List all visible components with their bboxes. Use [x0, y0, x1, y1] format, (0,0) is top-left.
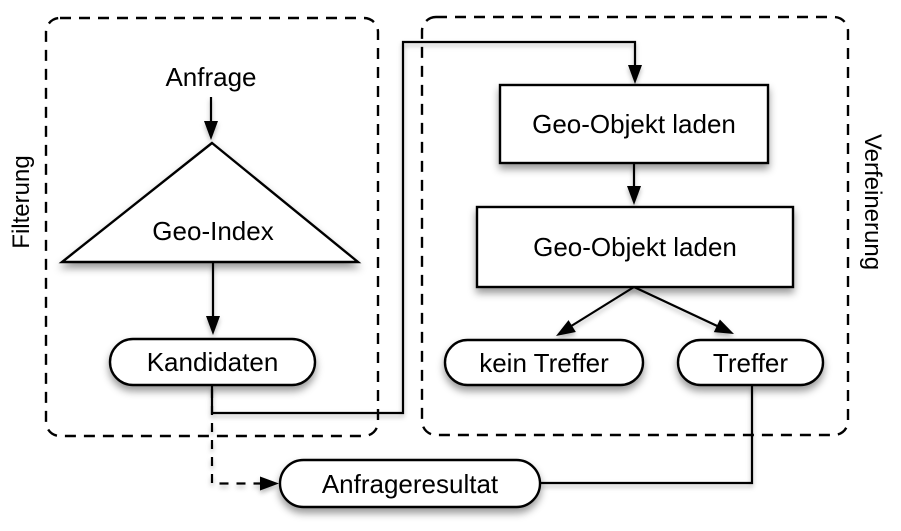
- kandidaten-label: Kandidaten: [147, 347, 279, 377]
- treffer-pill: [676, 338, 825, 387]
- geo-objekt-laden-bottom-box: [475, 205, 795, 289]
- verfeinerung-dashed-frame: [420, 15, 850, 437]
- verfeinerung-section-label: Verfeinerung: [859, 134, 886, 270]
- kandidaten-to-result-dashed-arrow: [210, 389, 279, 491]
- load-to-load-arrow: [627, 163, 641, 205]
- arrowhead-down-icon: [628, 65, 642, 84]
- treffer-to-result-line: [540, 386, 754, 485]
- geoindex-to-kandidaten-arrow: [206, 262, 220, 335]
- kein-treffer-label: kein Treffer: [479, 348, 609, 378]
- load-to-keintreffer-arrow: [556, 286, 635, 336]
- filterung-section-label: Filterung: [8, 155, 35, 248]
- geo-objekt-laden-bottom-label: Geo-Objekt laden: [533, 232, 737, 262]
- arrowhead-diagonal-icon: [713, 319, 734, 334]
- kein-treffer-pill: [443, 338, 645, 387]
- anfrage-label: Anfrage: [165, 62, 256, 92]
- arrowhead-down-icon: [204, 121, 218, 140]
- arrowhead-down-icon: [206, 316, 220, 335]
- arrowhead-diagonal-icon: [556, 320, 576, 336]
- geo-index-label: Geo-Index: [152, 216, 273, 246]
- kandidaten-pill: [108, 337, 317, 387]
- anfrageresultat-label: Anfrageresultat: [322, 469, 499, 499]
- treffer-label: Treffer: [713, 348, 788, 378]
- load-to-treffer-arrow: [633, 286, 734, 334]
- arrowhead-right-icon: [260, 476, 279, 491]
- filterung-dashed-frame: [44, 16, 380, 438]
- geo-index-triangle: [58, 141, 362, 264]
- geo-objekt-laden-top-box: [498, 83, 770, 165]
- anfrageresultat-pill: [278, 458, 542, 509]
- geo-objekt-laden-top-label: Geo-Objekt laden: [532, 109, 736, 139]
- arrowhead-down-icon: [627, 186, 641, 205]
- anfrage-to-geoindex-arrow: [204, 97, 218, 140]
